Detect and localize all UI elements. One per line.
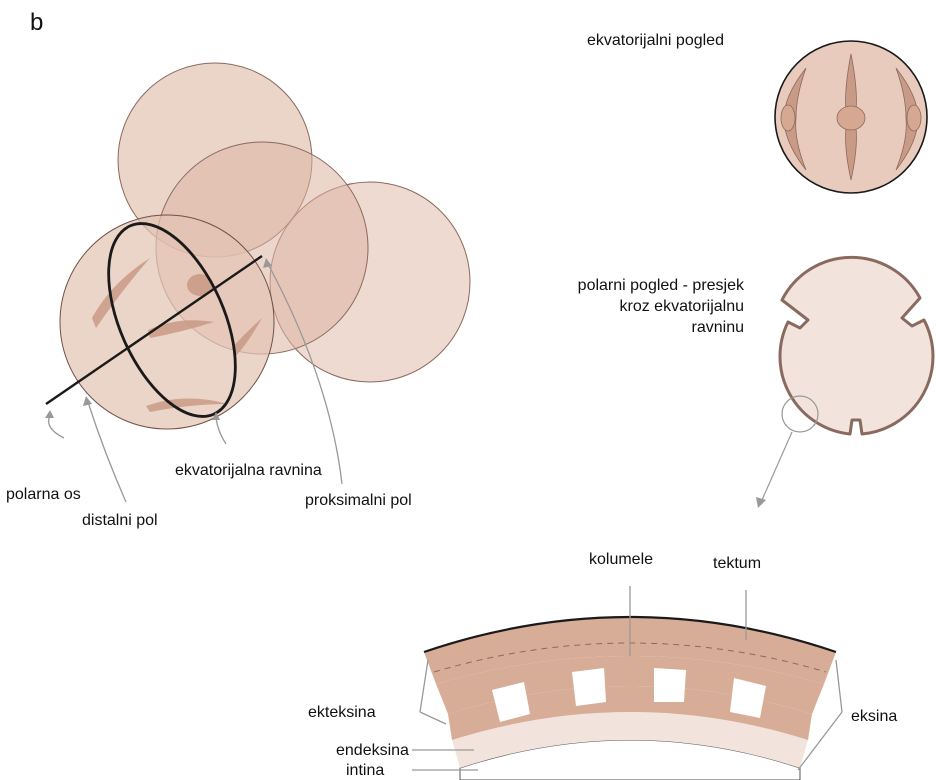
- equatorial-view-grain: [774, 40, 928, 194]
- detail-callout-circle: [781, 395, 819, 433]
- label-tectum: tektum: [713, 555, 761, 572]
- label-columellae: kolumele: [589, 551, 653, 568]
- columellae-layer: [436, 656, 824, 714]
- polar-view-section: [778, 255, 935, 436]
- polar-axis-line: [45, 255, 263, 405]
- cavities: [492, 668, 766, 722]
- foot-layer: [448, 686, 812, 740]
- label-polar-view-line1: polarni pogled - presjek: [578, 277, 745, 294]
- tetrad-arrowheads: [45, 258, 272, 420]
- equatorial-ring: [107, 222, 237, 418]
- label-exine: eksina: [851, 708, 897, 725]
- label-polar-view-line2: kroz ekvatorijalnu: [620, 298, 745, 315]
- label-polar-axis: polarna os: [6, 486, 81, 503]
- wall-leaders: [412, 586, 843, 771]
- detail-callout-leader: [761, 431, 793, 501]
- label-proximal-pole: proksimalni pol: [305, 492, 412, 509]
- label-ectexine: ekteksina: [308, 704, 376, 721]
- endexine-layer: [452, 712, 808, 768]
- pollen-tetrad: [45, 62, 471, 430]
- label-polar-view-line3: ravninu: [692, 319, 744, 336]
- panel-letter: b: [30, 9, 43, 36]
- detail-callout-arrowhead: [756, 497, 766, 508]
- label-endexine: endeksina: [336, 742, 409, 759]
- label-equatorial-plane: ekvatorijalna ravnina: [175, 462, 322, 479]
- label-distal-pole: distalni pol: [82, 512, 158, 529]
- label-intine: intina: [346, 762, 384, 779]
- label-equatorial-view: ekvatorijalni pogled: [587, 32, 724, 49]
